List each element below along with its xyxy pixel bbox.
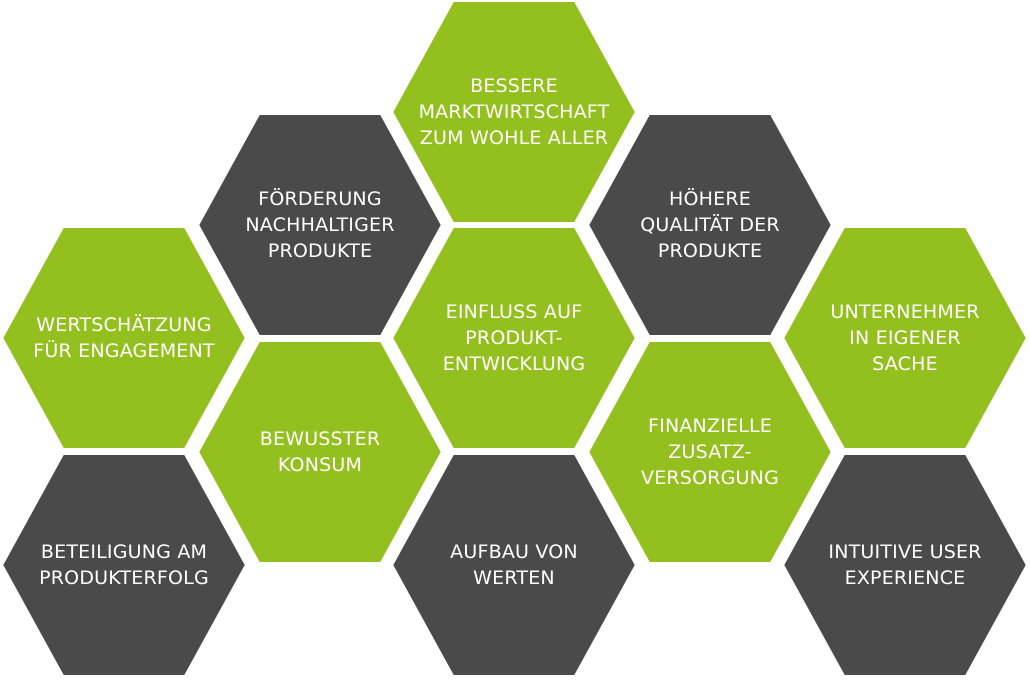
hexagon-label-line: MARKTWIRTSCHAFT [418, 100, 610, 123]
hexagon-label-line: BESSERE [470, 74, 558, 97]
hexagon-einfluss-produktentwicklung [388, 224, 640, 452]
hexagon-aufbau-von-werten [388, 451, 640, 679]
hexagon-label-line: VERSORGUNG [641, 467, 779, 490]
hexagon-label-line: KONSUM [277, 454, 363, 476]
hexagon-intuitive-ux [779, 451, 1030, 679]
hexagon-label-intuitive-ux: INTUITIVE USER EXPERIENCE [790, 485, 1020, 645]
hexagon-label-line: BEWUSSTER [259, 427, 381, 450]
hexagon-label-hoehere-qualitaet: HÖHERE QUALITÄT DER PRODUKTE [595, 145, 825, 305]
hexagon-label-line: UNTERNEHMER [830, 300, 980, 323]
hexagon-label-line: EINFLUSS AUF [445, 300, 583, 323]
hexagon-label-line: EXPERIENCE [844, 567, 966, 589]
hexagon-label-einfluss-produktentwicklung: EINFLUSS AUF PRODUKT- ENTWICKLUNG [399, 258, 629, 418]
hexagon-label-bessere-marktwirtschaft: BESSERE MARKTWIRTSCHAFT ZUM WOHLE ALLER [399, 32, 629, 192]
hexagon-label-aufbau-von-werten: AUFBAU VON WERTEN [399, 485, 629, 645]
hexagon-label-line: HÖHERE [669, 187, 751, 210]
hexagon-label-line: QUALITÄT DER [640, 213, 780, 236]
hexagon-hoehere-qualitaet [584, 111, 836, 339]
hexagon-wertschaetzung [0, 224, 250, 452]
hexagon-label-line: BETEILIGUNG AM [40, 540, 208, 563]
hexagon-foerderung-nachhaltiger-produkte [194, 111, 446, 339]
hexagon-label-wertschaetzung: WERTSCHÄTZUNG FÜR ENGAGEMENT [9, 258, 239, 418]
hexagon-unternehmer [779, 224, 1030, 452]
hexagon-label-unternehmer: UNTERNEHMER IN EIGENER SACHE [790, 258, 1020, 418]
hexagon-label-line: PRODUKTERFOLG [39, 567, 209, 589]
hexagon-label-line: WERTEN [473, 567, 555, 589]
hexagon-label-line: ZUSATZ- [668, 440, 752, 463]
hexagon-label-foerderung-nachhaltiger-produkte: FÖRDERUNG NACHHALTIGER PRODUKTE [205, 145, 435, 305]
hexagon-label-beteiligung: BETEILIGUNG AM PRODUKTERFOLG [9, 485, 239, 645]
hexagon-beteiligung [0, 451, 250, 679]
hexagon-label-bewusster-konsum: BEWUSSTER KONSUM [205, 372, 435, 532]
hexagon-label-line: FÜR ENGAGEMENT [33, 340, 215, 362]
hexagon-label-line: ZUM WOHLE ALLER [419, 127, 609, 150]
hexagon-label-line: SACHE [872, 353, 938, 376]
hexagon-label-finanzielle-zusatzversorgung: FINANZIELLE ZUSATZ- VERSORGUNG [595, 372, 825, 532]
hexagon-label-line: ENTWICKLUNG [442, 353, 586, 376]
hexagon-label-line: FÖRDERUNG [258, 187, 382, 210]
hexagon-finanzielle-zusatzversorgung [584, 338, 836, 566]
hexagon-label-line: PRODUKTE [267, 240, 373, 263]
hexagon-label-line: PRODUKT- [465, 326, 563, 349]
hexagon-label-line: PRODUKTE [657, 240, 763, 263]
hexagon-label-line: FINANZIELLE [648, 414, 772, 437]
hexagon-label-line: WERTSCHÄTZUNG [36, 313, 212, 336]
hexagon-label-line: NACHHALTIGER [245, 213, 395, 236]
hexagon-label-line: INTUITIVE USER [828, 540, 982, 563]
hexagon-bewusster-konsum [194, 338, 446, 566]
hexagon-label-line: IN EIGENER [849, 326, 961, 349]
hexagon-label-line: AUFBAU VON [450, 540, 578, 563]
